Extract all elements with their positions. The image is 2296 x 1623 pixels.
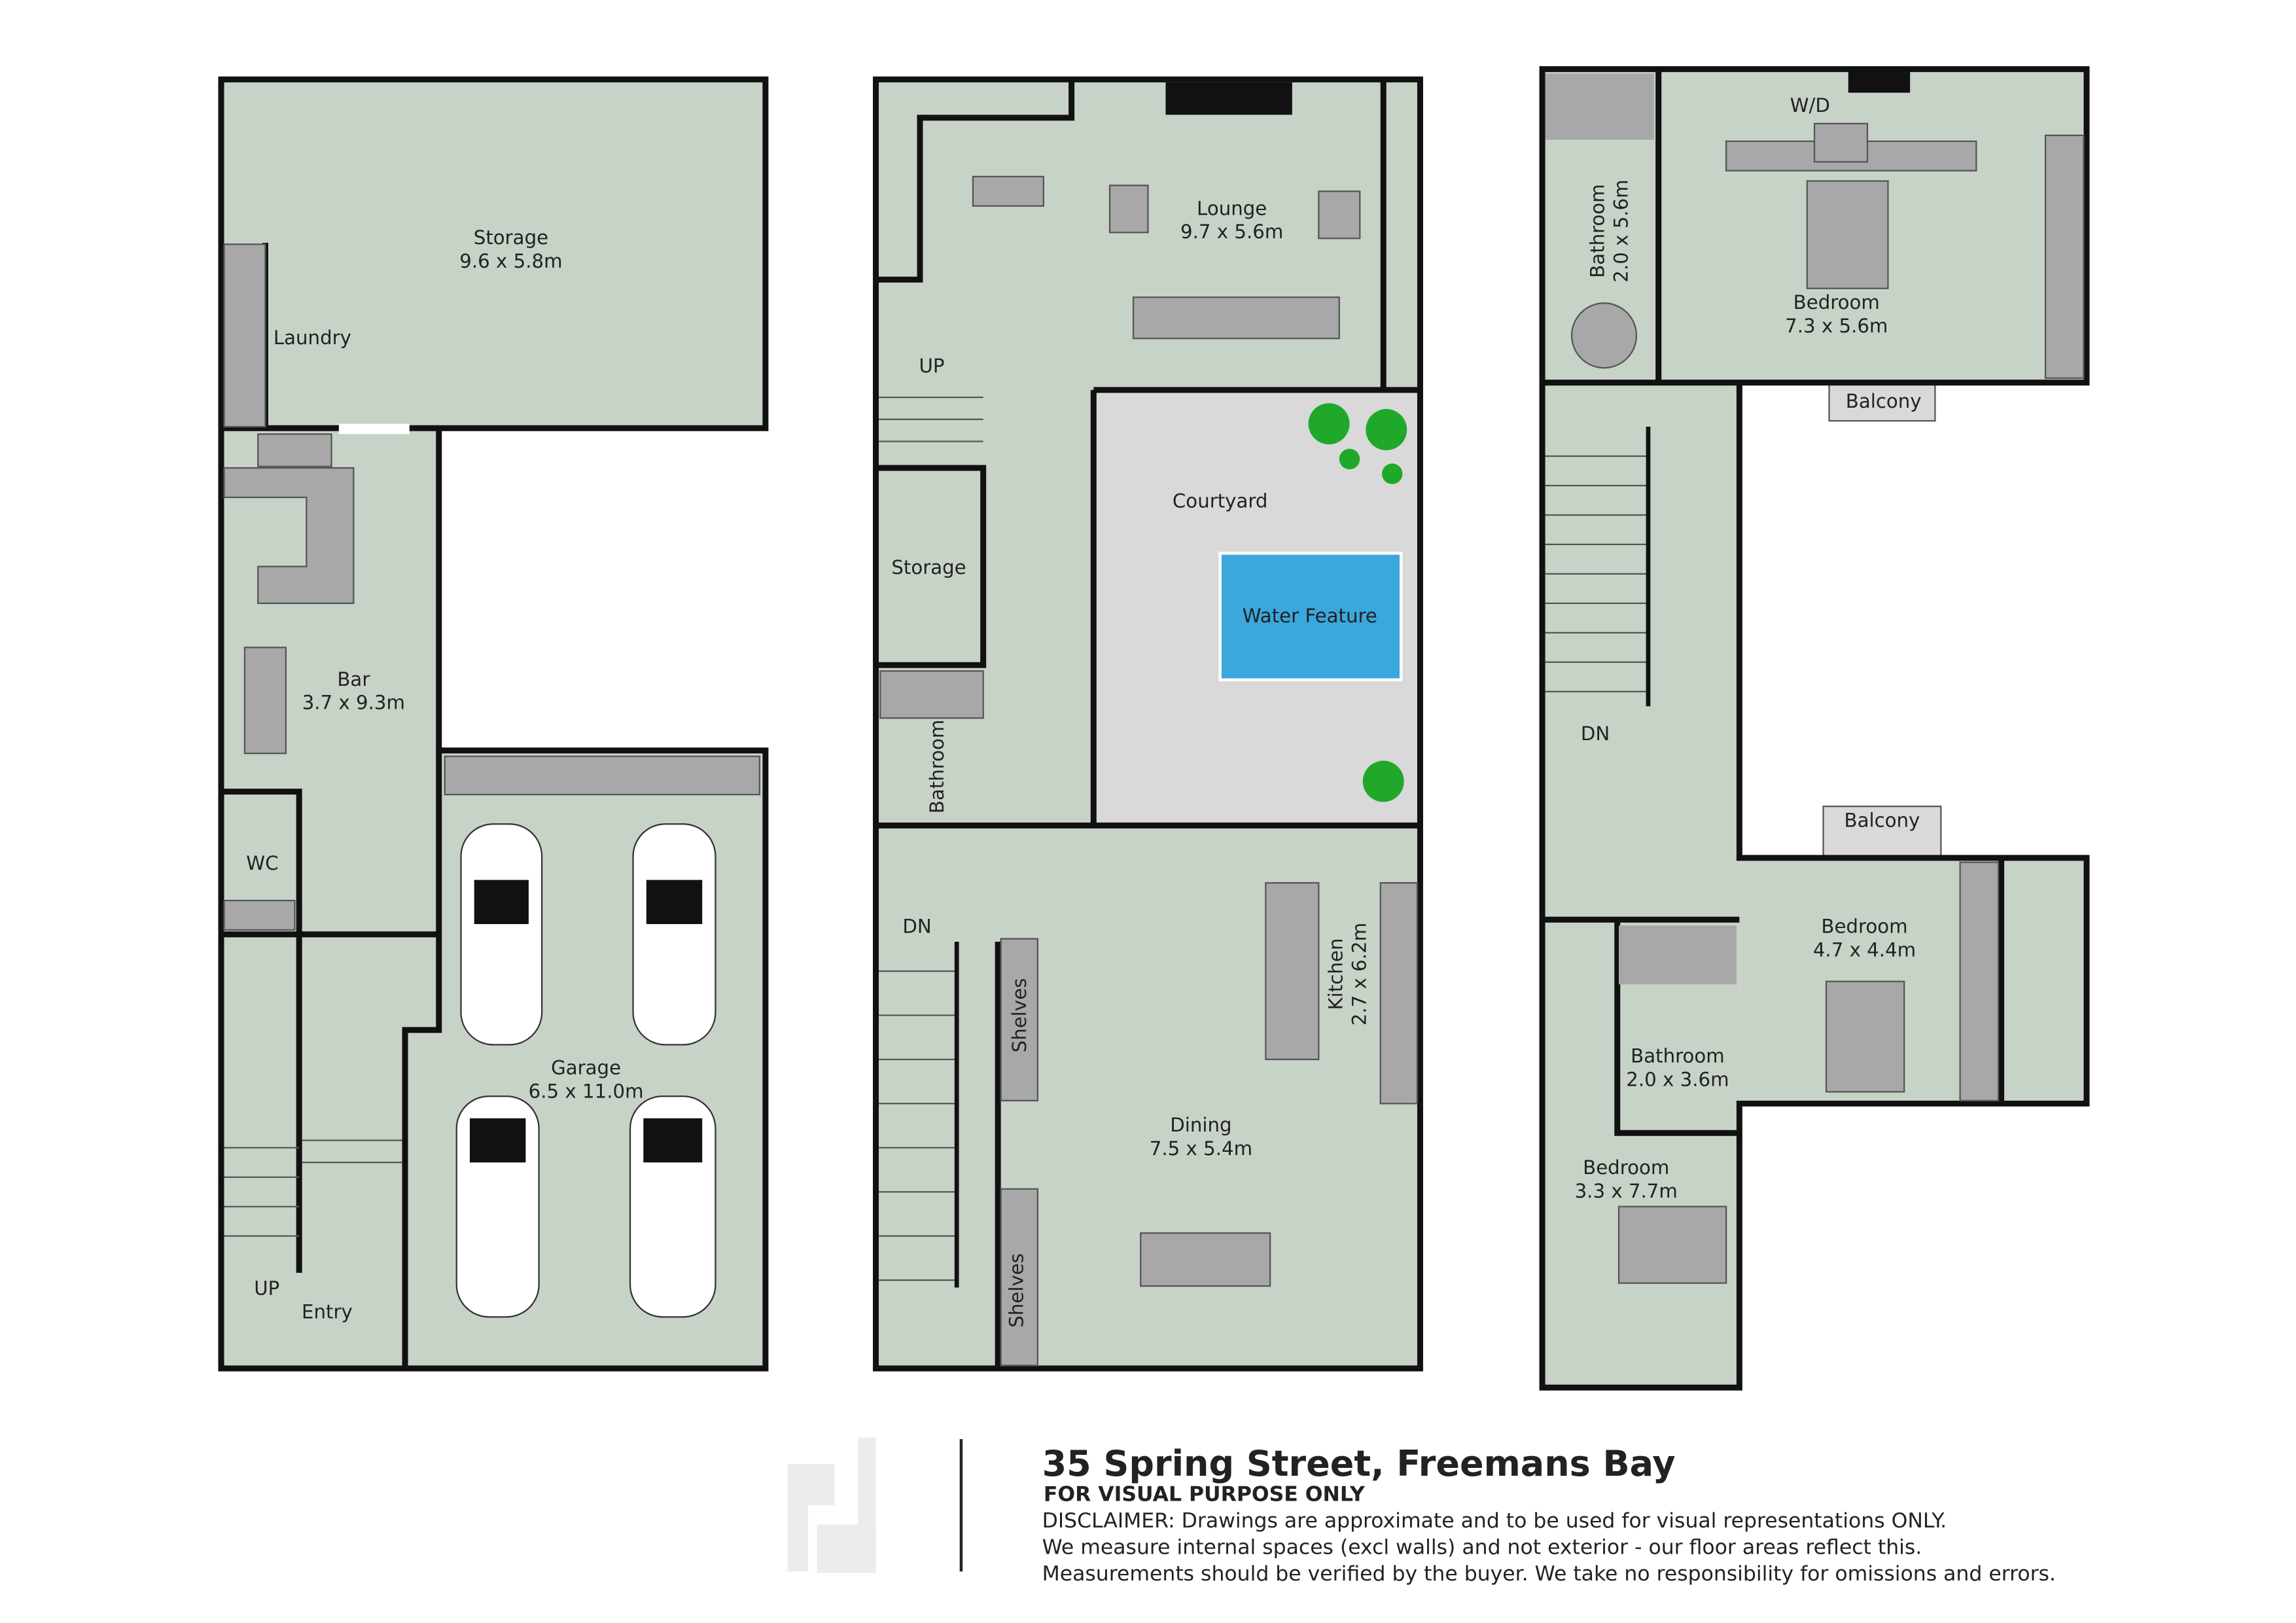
room-label-balcony-2: Balcony bbox=[1845, 810, 1920, 832]
room-label-storage: Storage bbox=[474, 226, 548, 249]
room-label-wc: WC bbox=[246, 852, 278, 874]
water-feature-label: Water Feature bbox=[1243, 605, 1377, 627]
room-label-master-bath: Bathroom bbox=[1587, 184, 1609, 278]
subtitle: FOR VISUAL PURPOSE ONLY bbox=[1044, 1482, 1366, 1506]
room-label-master-bed: Bedroom bbox=[1793, 291, 1880, 313]
room-label-storage-main: Storage bbox=[891, 556, 966, 579]
stairs bbox=[1545, 427, 1651, 707]
address-title: 35 Spring Street, Freemans Bay bbox=[1042, 1443, 1676, 1484]
disclaimer-line-1: DISCLAIMER: Drawings are approximate and… bbox=[1042, 1509, 1947, 1533]
room-size-bedroom-3: 3.3 x 7.7m bbox=[1575, 1180, 1678, 1202]
room-label-bathroom-main: Bathroom bbox=[926, 720, 948, 814]
room-label-balcony-1: Balcony bbox=[1846, 390, 1922, 412]
room-label-kitchen: Kitchen bbox=[1324, 938, 1347, 1010]
shelves-label-1: Shelves bbox=[1008, 978, 1031, 1053]
bed bbox=[1617, 1205, 1727, 1284]
bed bbox=[1825, 980, 1905, 1093]
footer: 35 Spring Street, Freemans Bay FOR VISUA… bbox=[787, 1437, 2056, 1586]
upper-level-plan: W/D Bathroom 2.0 x 5.6m Bedroom 7.3 x 5.… bbox=[1539, 66, 2090, 1391]
main-level-plan: Lounge 9.7 x 5.6m UP Courtyard Water Fea… bbox=[873, 76, 1423, 1372]
car-icon bbox=[455, 823, 716, 1318]
room-label-wd: W/D bbox=[1790, 94, 1830, 116]
stairs bbox=[224, 1139, 402, 1237]
dining-table bbox=[1140, 1232, 1271, 1287]
logo-icon bbox=[787, 1437, 876, 1573]
room-size-lounge: 9.7 x 5.6m bbox=[1180, 221, 1283, 243]
bed bbox=[1806, 180, 1889, 289]
room-size-dining: 7.5 x 5.4m bbox=[1150, 1137, 1252, 1160]
room-size-master-bed: 7.3 x 5.6m bbox=[1785, 315, 1888, 337]
water-feature bbox=[1218, 552, 1403, 682]
room-label-bedroom-3: Bedroom bbox=[1583, 1156, 1669, 1179]
room-label-lounge: Lounge bbox=[1197, 197, 1267, 219]
room-size-garage: 6.5 x 11.0m bbox=[529, 1080, 644, 1102]
room-label-bedroom-2: Bedroom bbox=[1821, 915, 1907, 937]
stairs-up-label: UP bbox=[919, 355, 944, 377]
shelves-label-2: Shelves bbox=[1005, 1253, 1027, 1328]
room-label-dining: Dining bbox=[1170, 1114, 1231, 1136]
plant-icon bbox=[1308, 403, 1407, 802]
room-label-laundry: Laundry bbox=[274, 327, 351, 349]
room-size-kitchen: 2.7 x 6.2m bbox=[1348, 923, 1370, 1026]
room-label-bathroom-2: Bathroom bbox=[1631, 1044, 1725, 1067]
lower-level-plan: Storage 9.6 x 5.8m Laundry Bar 3.7 x 9.3… bbox=[218, 76, 769, 1372]
stairs bbox=[879, 396, 983, 1288]
room-size-bathroom-2: 2.0 x 3.6m bbox=[1626, 1068, 1729, 1090]
stairs-down-label: DN bbox=[902, 915, 931, 937]
room-size-master-bath: 2.0 x 5.6m bbox=[1610, 179, 1632, 282]
room-label-bar: Bar bbox=[337, 668, 370, 690]
room-label-garage: Garage bbox=[551, 1056, 621, 1079]
room-label-courtyard: Courtyard bbox=[1173, 490, 1268, 512]
disclaimer-line-3: Measurements should be verified by the b… bbox=[1042, 1562, 2056, 1586]
stairs-down-label-upper: DN bbox=[1581, 722, 1610, 745]
disclaimer-line-2: We measure internal spaces (excl walls) … bbox=[1042, 1535, 1922, 1559]
room-size-bar: 3.7 x 9.3m bbox=[302, 692, 405, 714]
room-size-storage: 9.6 x 5.8m bbox=[459, 250, 562, 272]
room-label-entry: Entry bbox=[302, 1301, 353, 1323]
stairs-label: UP bbox=[254, 1277, 279, 1300]
room-size-bedroom-2: 4.7 x 4.4m bbox=[1813, 938, 1916, 961]
